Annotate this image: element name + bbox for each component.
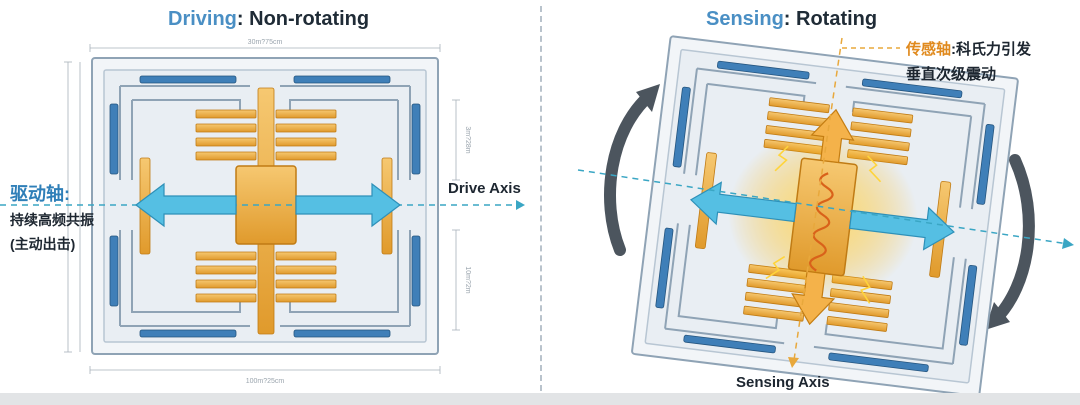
rotation-arrow-left-head (636, 84, 660, 112)
sense-label-line2: 垂直次级震动 (906, 66, 997, 83)
right-drive-axis-line (577, 169, 1069, 245)
left-double-arrow (135, 182, 401, 228)
drive-label-main: 驱动轴: (10, 184, 70, 204)
right-suspension-frames (664, 67, 986, 365)
right-motion-streaks (725, 174, 921, 258)
coriolis-wave (809, 172, 834, 272)
left-width-top-label: 30m?75cm (248, 39, 283, 46)
left-title-accent: Driving (168, 8, 237, 30)
drive-label-line3: (主动出击) (10, 236, 76, 252)
rotation-arrow-right (989, 154, 1035, 326)
left-width-bottom-label: 100m?25cm (246, 378, 285, 385)
left-suspension-frames (119, 85, 411, 327)
sensing-axis-cn-label: 传感轴:科氏力引发 垂直次级震动 (906, 38, 1031, 84)
drive-label-line2: 持续高频共振 (10, 212, 94, 228)
left-device: 30m?75cm 100m?25cm 3m?28m 10m?2m (0, 39, 525, 385)
left-dim-right-top-label: 3m?28m (464, 126, 471, 153)
sense-label-main: 传感轴 (906, 41, 952, 58)
sensing-axis-arrowhead (788, 357, 799, 368)
right-drive-axis-arrowhead (1062, 238, 1074, 249)
right-title-accent: Sensing (706, 8, 784, 30)
left-blue-electrodes (109, 75, 421, 338)
sensing-axis-label: Sensing Axis (736, 374, 830, 391)
left-dimension-lines (64, 44, 460, 374)
right-rotated-chip (631, 35, 1019, 398)
right-drive-double-arrow (689, 181, 955, 251)
left-title-rest: : Non-rotating (236, 8, 370, 30)
right-panel-title: Sensing: Rotating (706, 8, 877, 31)
right-device (577, 35, 1074, 398)
bottom-bar (0, 393, 1080, 405)
right-title-rest: : Rotating (783, 8, 878, 30)
left-panel-title: Driving: Non-rotating (168, 8, 369, 31)
left-dim-right-bottom-label: 10m?2m (464, 266, 471, 293)
left-drive-axis-arrowhead (516, 200, 525, 210)
drive-axis-label: Drive Axis (448, 180, 521, 197)
sense-label-rest: :科氏力引发 (951, 41, 1032, 58)
panel-divider (540, 6, 542, 391)
right-blue-electrodes (655, 60, 995, 373)
right-sense-double-arrow (791, 108, 855, 326)
rotation-arrow-left (604, 89, 656, 256)
drive-axis-cn-label: 驱动轴: 持续高频共振 (主动出击) (10, 180, 94, 254)
lightning-bolts (765, 145, 882, 304)
rotation-arrow-right-head (985, 302, 1010, 330)
left-motion-streaks (168, 174, 364, 234)
